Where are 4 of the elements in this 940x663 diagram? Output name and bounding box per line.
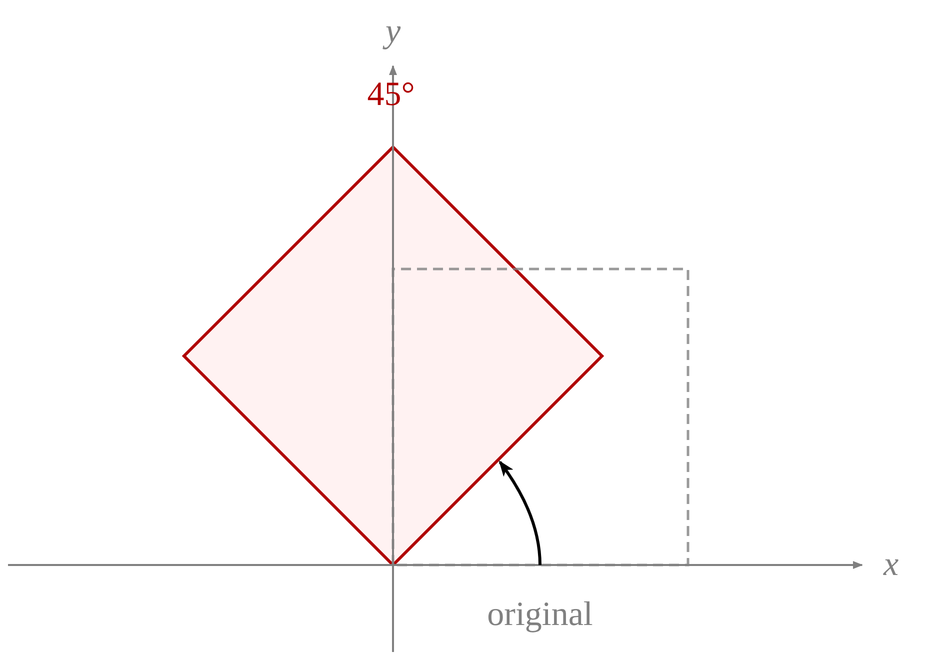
axis-label: x	[883, 548, 899, 582]
caption-text: original	[487, 598, 593, 632]
angle-label: 45°	[367, 78, 415, 112]
axis-label: y	[385, 15, 401, 49]
